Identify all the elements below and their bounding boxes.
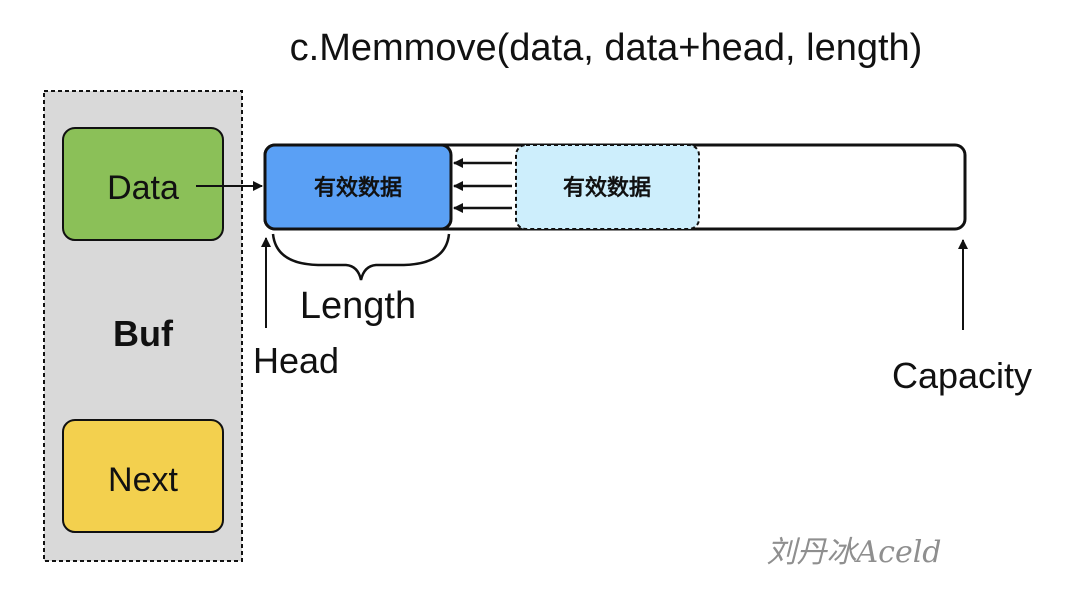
valid-data-block bbox=[263, 143, 453, 231]
data-box bbox=[62, 127, 224, 241]
next-label: Next bbox=[108, 461, 178, 499]
valid-data-label: 有效数据 bbox=[314, 175, 402, 201]
buf-label: Buf bbox=[113, 313, 174, 354]
data-label: Data bbox=[107, 169, 179, 207]
length-brace bbox=[271, 233, 451, 281]
capacity-label: Capacity bbox=[892, 355, 1032, 396]
moved-valid-data-label: 有效数据 bbox=[563, 175, 651, 201]
next-box bbox=[62, 419, 224, 533]
watermark: 刘丹冰Aceld bbox=[766, 535, 941, 570]
head-label: Head bbox=[253, 340, 339, 381]
length-label: Length bbox=[300, 285, 416, 327]
diagram-title: c.Memmove(data, data+head, length) bbox=[290, 27, 923, 69]
moved-valid-data-block bbox=[515, 144, 700, 230]
